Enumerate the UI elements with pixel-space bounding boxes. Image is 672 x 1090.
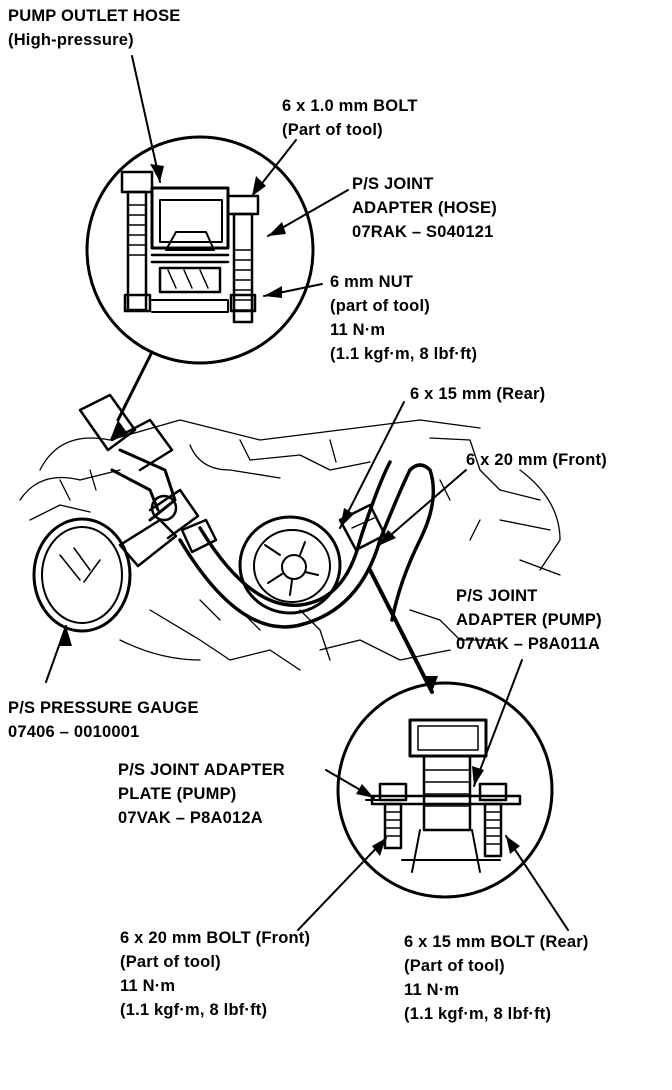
label-line: P/S JOINT [456,587,538,605]
leader-front-6x20 [377,469,467,547]
pump-adapter-detail [336,681,554,899]
leader-joint-pump [473,659,523,787]
label-line: (High-pressure) [8,31,134,49]
label-line: 07VAK – P8A012A [118,809,263,827]
connector-top [116,350,154,422]
label-line: 07RAK – S040121 [352,223,494,241]
label-line: 07VAK – P8A011A [456,635,600,653]
label-line: P/S PRESSURE GAUGE [8,699,199,717]
label-line: (1.1 kgf·m, 8 lbf·ft) [330,345,478,363]
label-line: 11 N·m [330,321,386,339]
label-joint-adapter-hose: P/S JOINT ADAPTER (HOSE) 07RAK – S040121 [352,172,497,244]
label-line: 11 N·m [120,977,176,995]
label-rear-6x15: 6 x 15 mm (Rear) [410,382,545,406]
connector-bottom [368,568,434,694]
label-line: (1.1 kgf·m, 8 lbf·ft) [404,1005,552,1023]
label-line: 6 mm NUT [330,273,414,291]
label-joint-adapter-pump: P/S JOINT ADAPTER (PUMP) 07VAK – P8A011A [456,584,602,656]
label-line: (Part of tool) [404,957,505,975]
gauge-hose [78,393,178,522]
leader-gauge [45,625,67,683]
label-front-bolt: 6 x 20 mm BOLT (Front) (Part of tool) 11… [120,926,310,1022]
label-line: PUMP OUTLET HOSE [8,7,181,25]
leader-lines [45,55,569,931]
label-line: 6 x 15 mm (Rear) [410,385,546,403]
pump-pulley [238,515,342,615]
label-line: 11 N·m [404,981,460,999]
label-line: (Part of tool) [282,121,383,139]
label-6mm-nut: 6 mm NUT (part of tool) 11 N·m (1.1 kgf·… [330,270,477,366]
label-line: P/S JOINT ADAPTER [118,761,285,779]
label-line: (Part of tool) [120,953,221,971]
label-line: 6 x 1.0 mm BOLT [282,97,418,115]
label-line: 07406 – 0010001 [8,723,140,741]
hose-adapter-detail [85,135,315,365]
outlet-hose [178,460,436,629]
leader-outlet-hose [131,55,161,183]
label-line: PLATE (PUMP) [118,785,237,803]
leader-front-bolt [297,837,387,931]
label-pressure-gauge: P/S PRESSURE GAUGE 07406 – 0010001 [8,696,199,744]
label-rear-bolt: 6 x 15 mm BOLT (Rear) (Part of tool) 11 … [404,930,589,1026]
label-line: (1.1 kgf·m, 8 lbf·ft) [120,1001,268,1019]
label-line: P/S JOINT [352,175,434,193]
arrowheads [60,164,520,856]
label-line: 6 x 15 mm BOLT (Rear) [404,933,589,951]
label-line: 6 x 20 mm BOLT (Front) [120,929,311,947]
engine-background [19,419,561,671]
label-bolt-6x1: 6 x 1.0 mm BOLT (Part of tool) [282,94,418,142]
leader-rear-6x15 [339,401,405,529]
label-front-6x20: 6 x 20 mm (Front) [466,448,607,472]
label-line: 6 x 20 mm (Front) [466,451,607,469]
pressure-gauge-art [32,488,200,633]
label-line: ADAPTER (PUMP) [456,611,602,629]
leader-rear-bolt [505,835,569,931]
label-pump-outlet-hose: PUMP OUTLET HOSE (High-pressure) [8,4,181,52]
label-line: (part of tool) [330,297,430,315]
label-adapter-plate: P/S JOINT ADAPTER PLATE (PUMP) 07VAK – P… [118,758,285,830]
label-line: ADAPTER (HOSE) [352,199,497,217]
